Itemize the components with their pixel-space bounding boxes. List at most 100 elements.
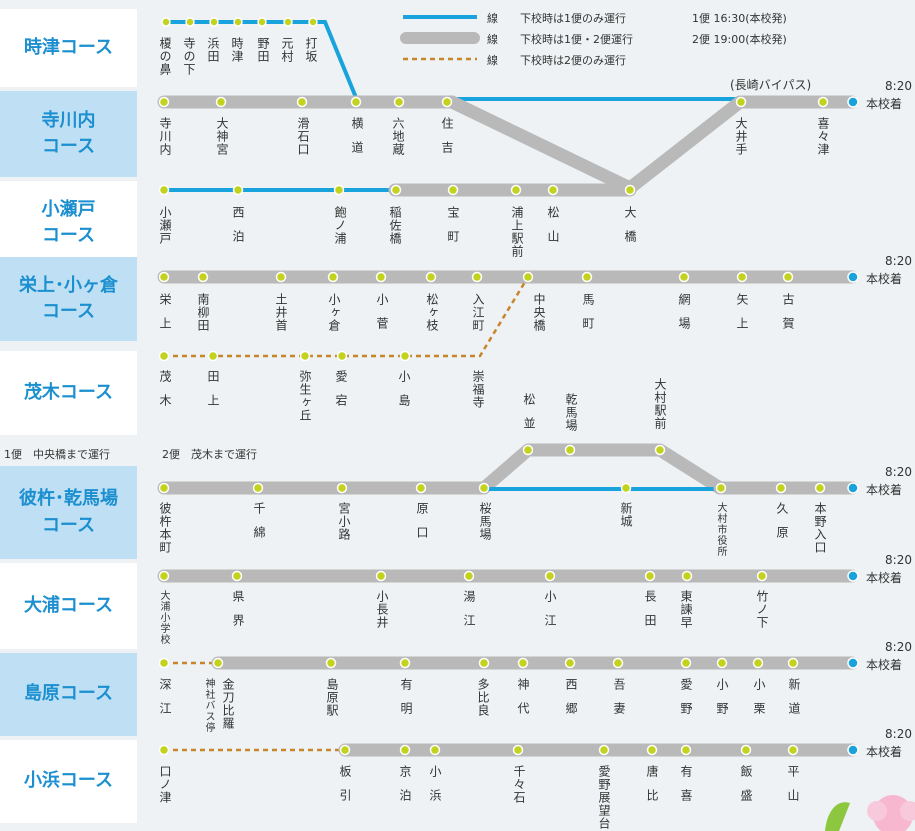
station-dot bbox=[339, 744, 351, 756]
station-label: 中央橋 bbox=[532, 293, 546, 332]
station-dot bbox=[512, 744, 524, 756]
station-dot bbox=[375, 271, 387, 283]
line-togitsu bbox=[166, 20, 359, 101]
station-dot bbox=[478, 482, 490, 494]
station-dot bbox=[522, 444, 534, 456]
arrival-label: 本校着 bbox=[866, 658, 903, 672]
station-label: 口ノ津 bbox=[158, 765, 172, 804]
station-dot bbox=[296, 96, 308, 108]
station-label: 小菅 bbox=[375, 293, 389, 341]
legend-row3-mark: 線 bbox=[487, 54, 498, 67]
station-dot bbox=[644, 570, 656, 582]
station-dot bbox=[620, 482, 632, 494]
station-label: 西郷 bbox=[564, 678, 578, 726]
station-label: 野田 bbox=[256, 37, 270, 63]
station-label: 愛宕 bbox=[334, 370, 348, 418]
station-label: 竹ノ下 bbox=[755, 590, 769, 629]
station-dot bbox=[522, 271, 534, 283]
terminal-dot bbox=[847, 482, 859, 494]
station-dot bbox=[787, 744, 799, 756]
station-label: 崇福寺 bbox=[471, 370, 485, 409]
station-label: 大村駅前 bbox=[653, 378, 667, 430]
station-label: 小瀬戸 bbox=[158, 206, 172, 245]
station-dot bbox=[212, 657, 224, 669]
arrival-time: 8:20 bbox=[885, 553, 912, 567]
station-label: 田上 bbox=[206, 370, 220, 418]
station-label: 馬町 bbox=[581, 293, 595, 341]
station-dot bbox=[735, 96, 747, 108]
station-dot bbox=[463, 570, 475, 582]
station-dot bbox=[252, 482, 264, 494]
station-label: 小島 bbox=[397, 370, 411, 418]
terminal-dot bbox=[847, 744, 859, 756]
station-dot bbox=[158, 482, 170, 494]
station-label: 宝町 bbox=[446, 206, 460, 254]
station-dot bbox=[308, 17, 318, 27]
station-dot bbox=[399, 744, 411, 756]
station-dot bbox=[478, 657, 490, 669]
arrival-label: 本校着 bbox=[866, 745, 903, 759]
station-label: 原口 bbox=[415, 502, 429, 550]
station-label: 土井首 bbox=[274, 293, 288, 332]
station-label: 乾馬場 bbox=[564, 393, 578, 432]
station-dot bbox=[161, 17, 171, 27]
station-label: 神代 bbox=[516, 678, 530, 726]
station-label: 稲佐橋 bbox=[388, 206, 402, 245]
legend-row2-desc: 下校時は1便・2便運行 bbox=[520, 33, 633, 46]
station-dot bbox=[598, 744, 610, 756]
station-dot bbox=[350, 96, 362, 108]
station-label: 小ヶ倉 bbox=[327, 293, 341, 332]
legend-row1-mark: 線 bbox=[487, 12, 498, 25]
station-label: 時津 bbox=[230, 37, 244, 63]
station-dot bbox=[399, 657, 411, 669]
station-dot bbox=[158, 744, 170, 756]
station-label: 小野 bbox=[715, 678, 729, 726]
station-dot bbox=[215, 96, 227, 108]
station-dot bbox=[158, 96, 170, 108]
station-dot bbox=[447, 184, 459, 196]
station-label: 小栗 bbox=[752, 678, 766, 726]
course-oura: 大浦コース bbox=[0, 563, 137, 649]
station-label: 矢上 bbox=[735, 293, 749, 341]
station-label: 島原駅 bbox=[325, 678, 339, 717]
station-dot bbox=[158, 271, 170, 283]
station-dot bbox=[715, 482, 727, 494]
station-label: 飯盛 bbox=[739, 765, 753, 813]
station-label: 千々石 bbox=[512, 765, 526, 804]
station-label: 松ヶ枝 bbox=[425, 293, 439, 332]
station-dot bbox=[257, 17, 267, 27]
station-label: 県界 bbox=[231, 590, 245, 638]
station-label: 打坂 bbox=[304, 37, 318, 63]
station-label: 栄上 bbox=[158, 293, 172, 341]
station-dot bbox=[325, 657, 337, 669]
terminal-dot bbox=[847, 96, 859, 108]
station-label: 浦上駅前 bbox=[510, 206, 524, 258]
station-dot bbox=[756, 570, 768, 582]
station-label: 神社バス停 bbox=[203, 678, 214, 733]
station-dot bbox=[393, 96, 405, 108]
station-dot bbox=[299, 350, 311, 362]
station-dot bbox=[517, 657, 529, 669]
station-dot bbox=[429, 744, 441, 756]
station-dot bbox=[736, 271, 748, 283]
arrival-label: 本校着 bbox=[866, 97, 903, 111]
station-label: 宮小路 bbox=[337, 502, 351, 541]
station-label: 飽ノ浦 bbox=[333, 206, 347, 245]
line-kanbaba bbox=[477, 443, 727, 495]
course-shimabara: 島原コース bbox=[0, 653, 137, 736]
station-dot bbox=[817, 96, 829, 108]
station-label: 南柳田 bbox=[196, 293, 210, 332]
station-dot bbox=[624, 184, 636, 196]
legend-row1-desc: 下校時は1便のみ運行 bbox=[520, 12, 626, 25]
legend-row2-mark: 線 bbox=[487, 33, 498, 46]
station-dot bbox=[680, 657, 692, 669]
legend-row1-bin: 1便 16:30(本校発) bbox=[692, 12, 787, 25]
station-dot bbox=[646, 744, 658, 756]
station-label: 平山 bbox=[786, 765, 800, 813]
station-label: 桜馬場 bbox=[478, 502, 492, 541]
station-label: 彼杵本町 bbox=[158, 502, 172, 554]
station-dot bbox=[336, 482, 348, 494]
